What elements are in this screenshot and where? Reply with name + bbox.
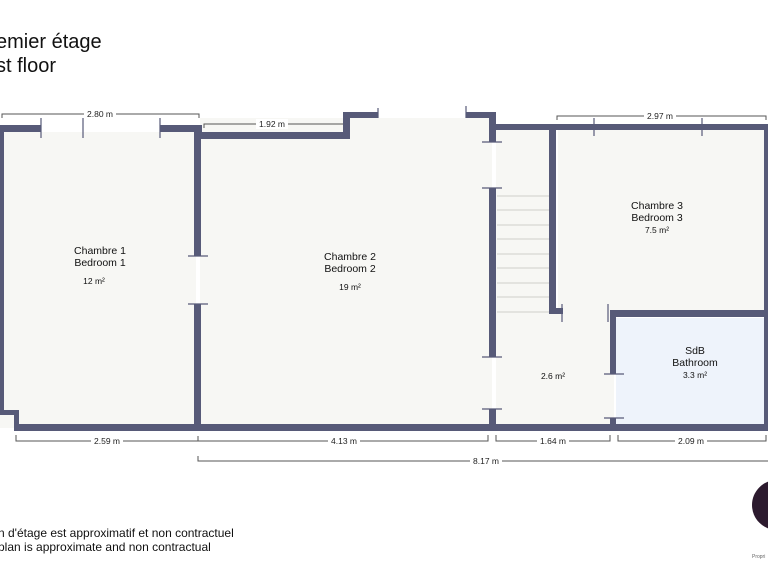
room-name-fr: SdB <box>685 345 705 357</box>
dim-total: 8.17 m <box>470 456 502 466</box>
disclaimer-en: plan is approximate and non contractual <box>0 540 211 554</box>
room-name-fr: Chambre 2 <box>324 251 376 263</box>
room-name-en: Bathroom <box>672 357 718 369</box>
room-area: 12 m² <box>83 276 105 286</box>
room-name-en: Bedroom 1 <box>74 257 126 269</box>
dim-bottom-bedroom1: 2.59 m <box>91 436 123 446</box>
room-area: 19 m² <box>339 282 361 292</box>
room-bathroom: SdB Bathroom 3.3 m² <box>650 345 740 381</box>
dim-top-bedroom2: 1.92 m <box>256 119 288 129</box>
room-bedroom-2: Chambre 2 Bedroom 2 19 m² <box>305 251 395 293</box>
walls <box>0 112 768 431</box>
disclaimer-fr: n d'étage est approximatif et non contra… <box>0 526 234 540</box>
room-bedroom-3: Chambre 3 Bedroom 3 7.5 m² <box>612 200 702 236</box>
room-area: 2.6 m² <box>540 371 566 381</box>
dim-bottom-bedroom2: 4.13 m <box>328 436 360 446</box>
dim-bottom-hall: 1.64 m <box>537 436 569 446</box>
floor-title-en: st floor <box>0 55 57 77</box>
logo-caption: Propri <box>752 554 766 560</box>
staircase <box>497 195 550 313</box>
disclaimer: n d'étage est approximatif et non contra… <box>0 526 234 554</box>
room-area: 3.3 m² <box>682 370 708 380</box>
room-bedroom-1: Chambre 1 Bedroom 1 12 m² <box>55 245 145 287</box>
door-marks <box>40 106 703 419</box>
room-name-en: Bedroom 2 <box>324 263 376 275</box>
brand-logo <box>752 480 768 530</box>
dim-top-bedroom1: 2.80 m <box>84 109 116 119</box>
room-name-en: Bedroom 3 <box>631 212 683 224</box>
dim-top-bedroom3: 2.97 m <box>644 111 676 121</box>
floor-title-fr: emier étage <box>0 31 102 53</box>
floor-title: emier étage st floor <box>0 30 102 78</box>
room-name-fr: Chambre 3 <box>631 200 683 212</box>
room-hallway: 2.6 m² <box>508 370 598 382</box>
room-area: 7.5 m² <box>644 225 670 235</box>
room-name-fr: Chambre 1 <box>74 245 126 257</box>
floors <box>0 118 768 428</box>
dim-bottom-bathroom: 2.09 m <box>675 436 707 446</box>
